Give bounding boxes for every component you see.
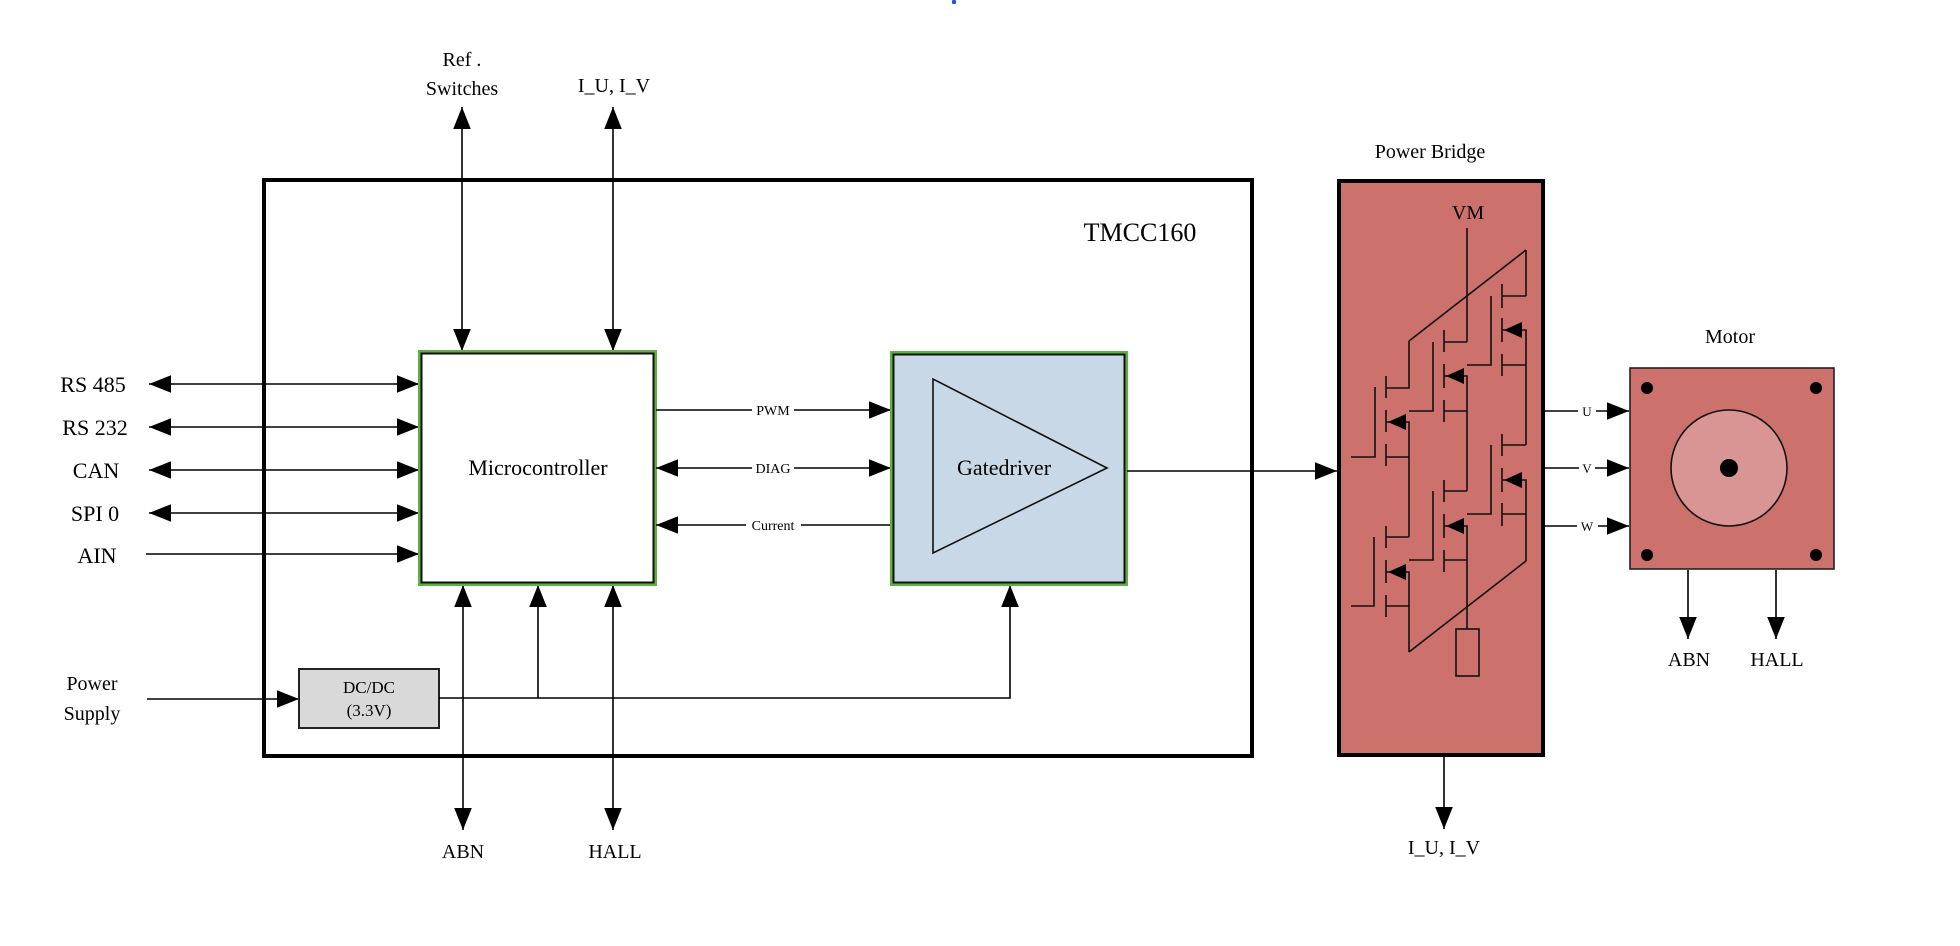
shunt-resistor-icon — [1455, 628, 1480, 677]
pwm-label: PWM — [756, 404, 790, 419]
microcontroller-label: Microcontroller — [468, 455, 608, 480]
internal-signals: PWM DIAG Current — [656, 401, 891, 534]
phase-u-label: U — [1582, 404, 1592, 419]
can-label: CAN — [73, 458, 120, 483]
motor-hall-label: HALL — [1750, 649, 1803, 671]
phase-lines: U V W — [1545, 402, 1629, 535]
shaft-icon — [1720, 459, 1738, 477]
bridge-current-label: I_U, I_V — [1408, 837, 1481, 859]
mount-hole-icon — [1810, 382, 1822, 394]
dcdc-block — [298, 668, 440, 729]
hall-label: HALL — [588, 841, 641, 863]
rs232-label: RS 232 — [62, 415, 127, 440]
motor-abn-label: ABN — [1668, 649, 1710, 671]
vm-label: VM — [1452, 202, 1484, 224]
bottom-signals: ABN HALL — [442, 585, 642, 863]
motor-block: Motor — [1629, 326, 1835, 570]
diag-label: DIAG — [756, 462, 791, 477]
gatedriver-block: Gatedriver — [890, 351, 1128, 586]
power-supply-label-line1: Power — [66, 673, 117, 695]
mount-hole-icon — [1641, 549, 1653, 561]
gatedriver-label: Gatedriver — [957, 455, 1052, 480]
microcontroller-block: Microcontroller — [418, 350, 657, 586]
dcdc-to-gatedriver-line — [439, 585, 1019, 699]
currents-top-label: I_U, I_V — [578, 75, 651, 97]
left-interfaces: RS 485 RS 232 CAN SPI 0 AIN — [60, 372, 419, 568]
mount-hole-icon — [1810, 549, 1822, 561]
top-signals: Ref . Switches I_U, I_V — [426, 49, 651, 351]
cursor-mark — [952, 0, 956, 4]
dcdc-label-line1: DC/DC — [343, 678, 395, 697]
power-bridge-title: Power Bridge — [1375, 141, 1486, 163]
mount-hole-icon — [1641, 382, 1653, 394]
ref-label-line2: Switches — [426, 78, 498, 100]
spi0-label: SPI 0 — [71, 501, 119, 526]
dcdc-label-line2: (3.3V) — [347, 701, 392, 720]
motor-title: Motor — [1705, 326, 1755, 348]
abn-label: ABN — [442, 841, 484, 863]
amplifier-triangle-icon — [932, 377, 1109, 555]
power-supply-label-line2: Supply — [64, 703, 121, 725]
mosfet-bridge-schematic-icon — [1351, 228, 1527, 677]
power-bridge-block: Power Bridge VM — [1337, 141, 1545, 757]
power-supply: Power Supply DC/DC (3.3V) — [64, 585, 1019, 729]
module-title: TMCC160 — [1084, 218, 1197, 247]
ref-label-line1: Ref . — [443, 49, 482, 71]
rs485-label: RS 485 — [60, 372, 125, 397]
ain-label: AIN — [77, 543, 116, 568]
phase-w-label: W — [1581, 519, 1594, 534]
current-label: Current — [752, 519, 795, 534]
phase-v-label: V — [1582, 461, 1592, 476]
